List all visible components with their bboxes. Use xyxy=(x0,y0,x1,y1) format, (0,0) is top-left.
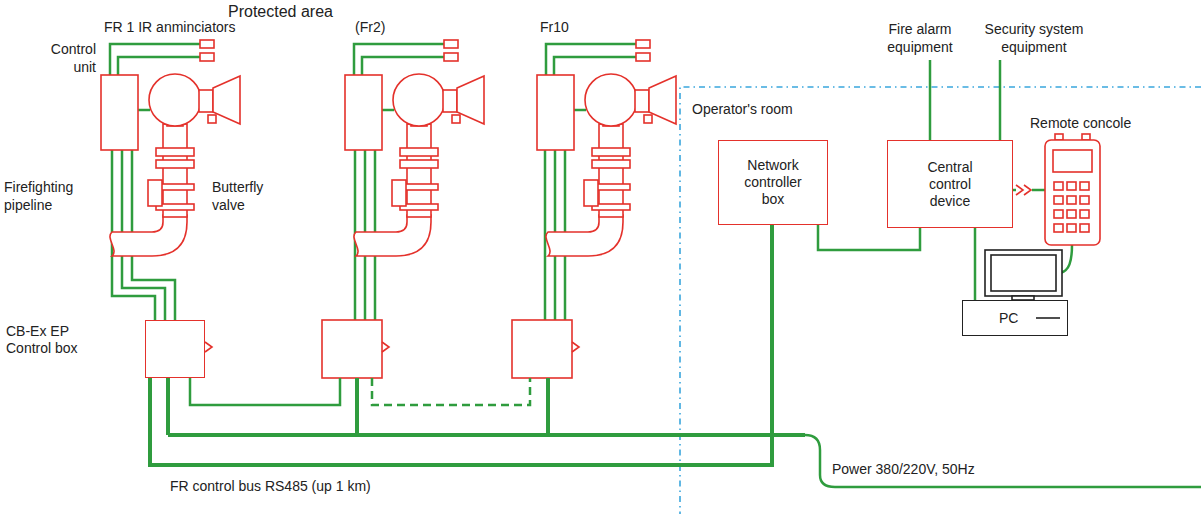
cable-line xyxy=(818,225,920,250)
cable-line xyxy=(974,228,977,300)
control-box: CB-Ex EP Control box xyxy=(145,320,205,378)
label-text: Butterfly valve xyxy=(212,178,284,214)
cable-connector xyxy=(150,225,772,465)
cable-gland xyxy=(382,342,389,352)
drive-slot xyxy=(1036,317,1060,319)
label-text: Power 380/220V, 50Hz xyxy=(832,460,975,478)
console-connector xyxy=(1016,185,1031,195)
label-text: Protected area xyxy=(228,2,333,22)
label-text: FR control bus RS485 (up 1 km) xyxy=(170,477,371,495)
box-text: Central control device xyxy=(909,159,991,210)
console-keypad xyxy=(1054,182,1089,232)
console-nub xyxy=(1055,134,1063,140)
label-text: Operator's room xyxy=(692,100,793,118)
fire-robot xyxy=(537,40,676,256)
cable-line xyxy=(150,225,772,465)
label-text: Fr10 xyxy=(540,18,569,36)
console-line xyxy=(1013,189,1016,192)
label-text: FR 1 IR anminciators xyxy=(104,18,235,36)
console-key xyxy=(1080,210,1089,218)
fire-robot xyxy=(345,40,484,256)
console-key xyxy=(1054,182,1063,190)
console-key xyxy=(1067,210,1076,218)
control-box xyxy=(322,320,382,378)
fire-robot xyxy=(101,40,240,256)
chain-cable-dashed xyxy=(372,378,530,405)
room-boundary xyxy=(680,87,1201,514)
label-text: Security system equipment xyxy=(972,20,1096,56)
label-text: Firefighting pipeline xyxy=(4,178,94,214)
power-bus xyxy=(168,433,805,437)
console-key xyxy=(1080,182,1089,190)
power-drop xyxy=(355,378,359,435)
fire-alarm-line xyxy=(929,60,932,140)
pc-monitor xyxy=(985,250,1062,296)
cable-connector xyxy=(975,228,976,300)
box-text: Network controller box xyxy=(732,157,814,208)
console-key xyxy=(1054,224,1063,232)
cable-gland xyxy=(572,342,579,352)
console-nub xyxy=(1082,134,1090,140)
network-controller-box: Network controller box xyxy=(718,140,828,225)
box-heading: CB-Ex EP Control box xyxy=(6,323,92,357)
console-line xyxy=(1032,189,1045,192)
console-key xyxy=(1080,224,1089,232)
console-key xyxy=(1054,210,1063,218)
pc-text: PC xyxy=(999,310,1018,327)
pc-case: PC xyxy=(962,300,1068,336)
console-screen xyxy=(1053,150,1092,172)
cable-gland xyxy=(205,342,212,352)
console-key xyxy=(1067,182,1076,190)
power-feed xyxy=(805,435,1201,487)
chain-cable xyxy=(190,378,340,405)
console-key xyxy=(1067,196,1076,204)
cable-connector xyxy=(818,225,920,250)
security-line xyxy=(999,60,1002,140)
power-drop xyxy=(166,378,170,435)
label-text: Remote concole xyxy=(1030,114,1131,132)
monitor-screen xyxy=(991,255,1056,291)
pc-case-fill xyxy=(962,300,1068,336)
console-key xyxy=(1054,196,1063,204)
label-text: (Fr2) xyxy=(355,18,385,36)
remote-console xyxy=(1045,140,1100,245)
console-key xyxy=(1080,196,1089,204)
label-text: Control unit xyxy=(38,40,96,76)
central-control-box: Central control device xyxy=(887,140,1013,228)
control-box xyxy=(512,320,572,378)
label-text: Fire alarm equipment xyxy=(870,20,970,56)
console-key xyxy=(1067,224,1076,232)
power-drop xyxy=(546,378,550,435)
